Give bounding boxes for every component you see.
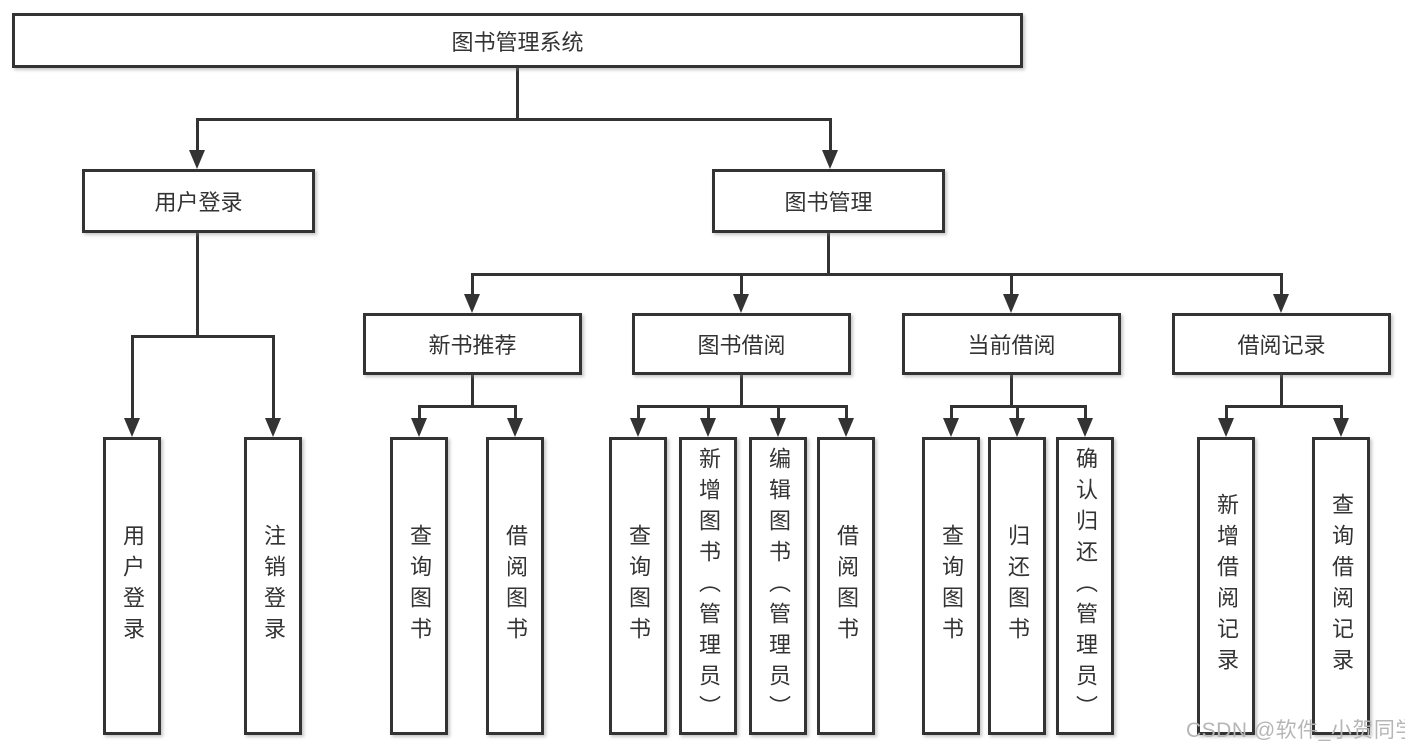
connector-user-login-stem	[196, 233, 199, 335]
arrowhead-leaf	[700, 418, 716, 437]
arrowhead-leaf	[943, 418, 959, 437]
node-label: 确认归还（管理员）	[1073, 446, 1098, 726]
node-label: 借阅图书	[503, 524, 528, 648]
connector-drop-leaf	[1340, 405, 1343, 419]
connector-drop-leaf	[1084, 405, 1087, 419]
connector-drop-current-borrow	[1010, 273, 1013, 295]
connector-drop-book-borrow	[740, 273, 743, 295]
connector-new-books-branch	[418, 405, 517, 408]
connector-drop-leaf	[514, 405, 517, 419]
connector-drop-leaf	[845, 405, 848, 419]
arrowhead-logout-leaf	[265, 418, 281, 437]
csdn-watermark: CSDN @软件_小贺同学	[1186, 719, 1405, 742]
arrowhead-leaf	[770, 418, 786, 437]
arrowhead-leaf	[630, 418, 646, 437]
node-leaf-logout: 注销登录	[244, 437, 302, 735]
connector-drop-leaf	[418, 405, 421, 419]
arrowhead-book-borrow	[733, 294, 749, 313]
arrowhead-leaf	[1009, 418, 1025, 437]
node-leaf-borrow-books-recommend: 借阅图书	[486, 437, 544, 735]
arrowhead-leaf	[411, 418, 427, 437]
node-label: 借阅记录	[1237, 333, 1326, 358]
connector-drop-logout-leaf	[272, 335, 275, 419]
node-label: 归还图书	[1005, 524, 1030, 648]
node-label: 新书推荐	[428, 333, 517, 358]
connector-drop-leaf	[1225, 405, 1228, 419]
node-label: 查询借阅记录	[1329, 493, 1354, 679]
node-leaf-query-borrow-record: 查询借阅记录	[1312, 437, 1370, 735]
connector-root-branch	[196, 118, 832, 121]
arrowhead-new-books	[464, 294, 480, 313]
arrowhead-current-borrow	[1003, 294, 1019, 313]
connector-book-mgmt-branch	[471, 273, 1283, 276]
connector-drop-borrow-records	[1280, 273, 1283, 295]
connector-user-login-branch	[131, 335, 275, 338]
node-leaf-query-books-current: 查询图书	[922, 437, 980, 735]
node-borrowing-records: 借阅记录	[1172, 313, 1391, 375]
node-label: 图书借阅	[697, 333, 786, 358]
node-leaf-edit-books-admin: 编辑图书（管理员）	[749, 437, 807, 735]
node-leaf-borrow-books-borrowing: 借阅图书	[817, 437, 875, 735]
node-leaf-return-books: 归还图书	[988, 437, 1046, 735]
node-leaf-query-books-recommend: 查询图书	[390, 437, 448, 735]
node-label: 注销登录	[261, 524, 286, 648]
connector-drop-leaf	[1016, 405, 1019, 419]
connector-current-borrow-stem	[1010, 375, 1013, 405]
node-label: 查询图书	[939, 524, 964, 648]
arrowhead-leaf	[1333, 418, 1349, 437]
node-label: 图书管理	[784, 190, 873, 215]
connector-root-stem	[516, 68, 519, 118]
arrowhead-user-login	[189, 150, 205, 169]
arrowhead-book-management	[822, 150, 838, 169]
node-book-borrowing: 图书借阅	[632, 313, 851, 375]
node-user-login: 用户登录	[82, 169, 315, 233]
node-label: 借阅图书	[834, 524, 859, 648]
arrowhead-login-leaf	[124, 418, 140, 437]
node-label: 编辑图书（管理员）	[766, 446, 791, 726]
connector-drop-leaf	[950, 405, 953, 419]
node-label: 新增借阅记录	[1214, 493, 1239, 679]
connector-borrow-records-branch	[1225, 405, 1343, 408]
connector-book-borrow-branch	[637, 405, 848, 408]
connector-drop-leaf	[777, 405, 780, 419]
arrowhead-leaf	[1218, 418, 1234, 437]
node-library-management-system: 图书管理系统	[12, 13, 1023, 68]
node-current-borrowing: 当前借阅	[902, 313, 1121, 375]
connector-drop-book-management	[829, 118, 832, 152]
node-leaf-user-login: 用户登录	[103, 437, 161, 735]
node-leaf-add-books-admin: 新增图书（管理员）	[679, 437, 737, 735]
connector-drop-login-leaf	[131, 335, 134, 419]
connector-drop-new-books	[471, 273, 474, 295]
connector-drop-leaf	[637, 405, 640, 419]
connector-book-borrow-stem	[740, 375, 743, 405]
connector-drop-user-login	[196, 118, 199, 152]
connector-drop-leaf	[707, 405, 710, 419]
connector-book-mgmt-stem	[827, 233, 830, 273]
arrowhead-leaf	[507, 418, 523, 437]
node-label: 用户登录	[154, 190, 243, 215]
connector-borrow-records-stem	[1280, 375, 1283, 405]
node-new-book-recommend: 新书推荐	[363, 313, 582, 375]
node-leaf-confirm-return-admin: 确认归还（管理员）	[1056, 437, 1114, 735]
node-label: 查询图书	[407, 524, 432, 648]
node-leaf-add-borrow-record: 新增借阅记录	[1197, 437, 1255, 735]
node-label: 新增图书（管理员）	[696, 446, 721, 726]
node-label: 查询图书	[626, 524, 651, 648]
connector-new-books-stem	[471, 375, 474, 405]
arrowhead-borrow-records	[1273, 294, 1289, 313]
node-label: 图书管理系统	[451, 29, 584, 55]
arrowhead-leaf	[1077, 418, 1093, 437]
node-leaf-query-books-borrowing: 查询图书	[609, 437, 667, 735]
node-label: 当前借阅	[967, 333, 1056, 358]
node-book-management: 图书管理	[712, 169, 945, 233]
arrowhead-leaf	[838, 418, 854, 437]
node-label: 用户登录	[120, 524, 145, 648]
